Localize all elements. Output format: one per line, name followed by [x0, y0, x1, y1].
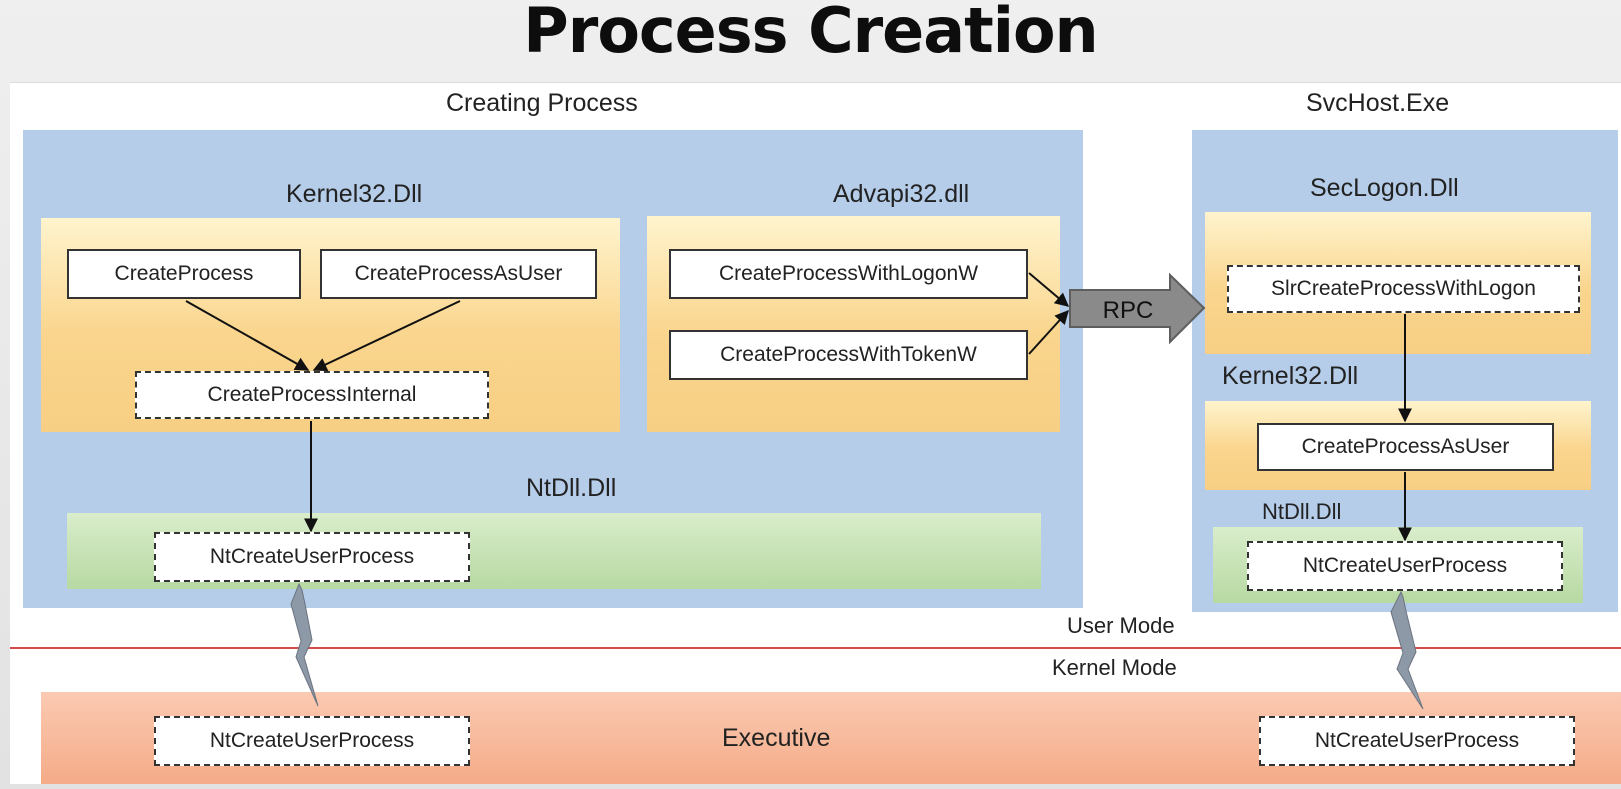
kernel32-label: Kernel32.Dll	[286, 180, 423, 208]
executive-nt-create-user-process-left: NtCreateUserProcess	[154, 716, 470, 766]
creating-process-label: Creating Process	[446, 89, 638, 117]
create-process-as-user-box: CreateProcessAsUser	[320, 249, 597, 299]
create-process-box: CreateProcess	[67, 249, 301, 299]
nt-create-user-process-box-left: NtCreateUserProcess	[154, 532, 470, 582]
user-mode-label: User Mode	[1067, 613, 1175, 638]
executive-label: Executive	[722, 724, 831, 752]
create-process-with-token-box: CreateProcessWithTokenW	[669, 330, 1028, 380]
nt-create-user-process-box-right: NtCreateUserProcess	[1247, 541, 1563, 591]
svchost-kernel32-label: Kernel32.Dll	[1222, 362, 1359, 390]
mode-divider-line	[10, 647, 1621, 649]
svchost-label: SvcHost.Exe	[1306, 89, 1450, 117]
seclogon-label: SecLogon.Dll	[1310, 174, 1459, 202]
advapi32-label: Advapi32.dll	[833, 180, 970, 208]
svchost-create-process-as-user-box: CreateProcessAsUser	[1257, 423, 1554, 471]
create-process-with-logon-box: CreateProcessWithLogonW	[669, 249, 1028, 299]
executive-nt-create-user-process-right: NtCreateUserProcess	[1259, 716, 1575, 766]
create-process-internal-box: CreateProcessInternal	[135, 371, 489, 419]
svchost-ntdll-label: NtDll.Dll	[1262, 499, 1342, 524]
page-title: Process Creation	[523, 0, 1098, 67]
ntdll-label: NtDll.Dll	[526, 474, 617, 502]
kernel-mode-label: Kernel Mode	[1052, 655, 1177, 680]
slr-create-process-with-logon-box: SlrCreateProcessWithLogon	[1227, 265, 1580, 313]
